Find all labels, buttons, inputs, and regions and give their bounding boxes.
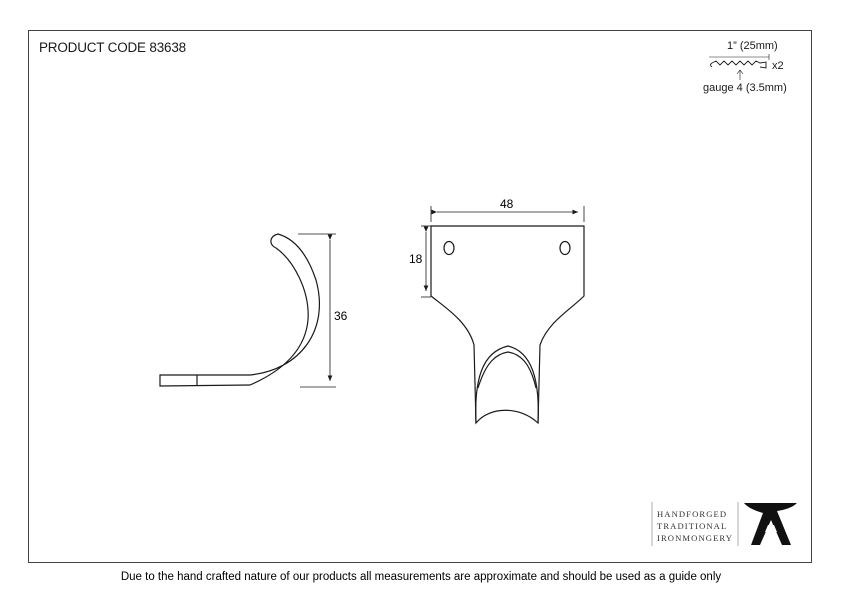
width-dimension-line [430,206,585,222]
screw-icon [709,54,770,80]
screw-gauge-label: gauge 4 (3.5mm) [703,82,787,94]
brand-line-1: HANDFORGED [657,509,728,519]
screw-quantity-label: x2 [772,60,784,72]
height-dimension-value: 36 [334,309,348,323]
screw-hole-right [559,240,571,256]
brand-text: HANDFORGED TRADITIONAL IRONMONGERY [657,508,737,544]
hook-side-view [159,233,321,387]
footer-disclaimer: Due to the hand crafted nature of our pr… [120,571,722,583]
width-dimension-value: 48 [500,197,514,211]
screw-length-label: 1” (25mm) [727,40,778,52]
drawing-frame [28,30,812,563]
hook-front-view [430,225,585,425]
plate-height-dimension-line [421,225,431,298]
screw-hole-left [443,240,455,256]
height-dimension-line [298,233,336,388]
product-code: PRODUCT CODE 83638 [39,40,186,55]
anvil-icon [744,503,797,545]
plate-height-dimension-value: 18 [409,252,423,266]
brand-line-2: TRADITIONAL [657,521,728,531]
brand-line-3: IRONMONGERY [657,533,734,543]
